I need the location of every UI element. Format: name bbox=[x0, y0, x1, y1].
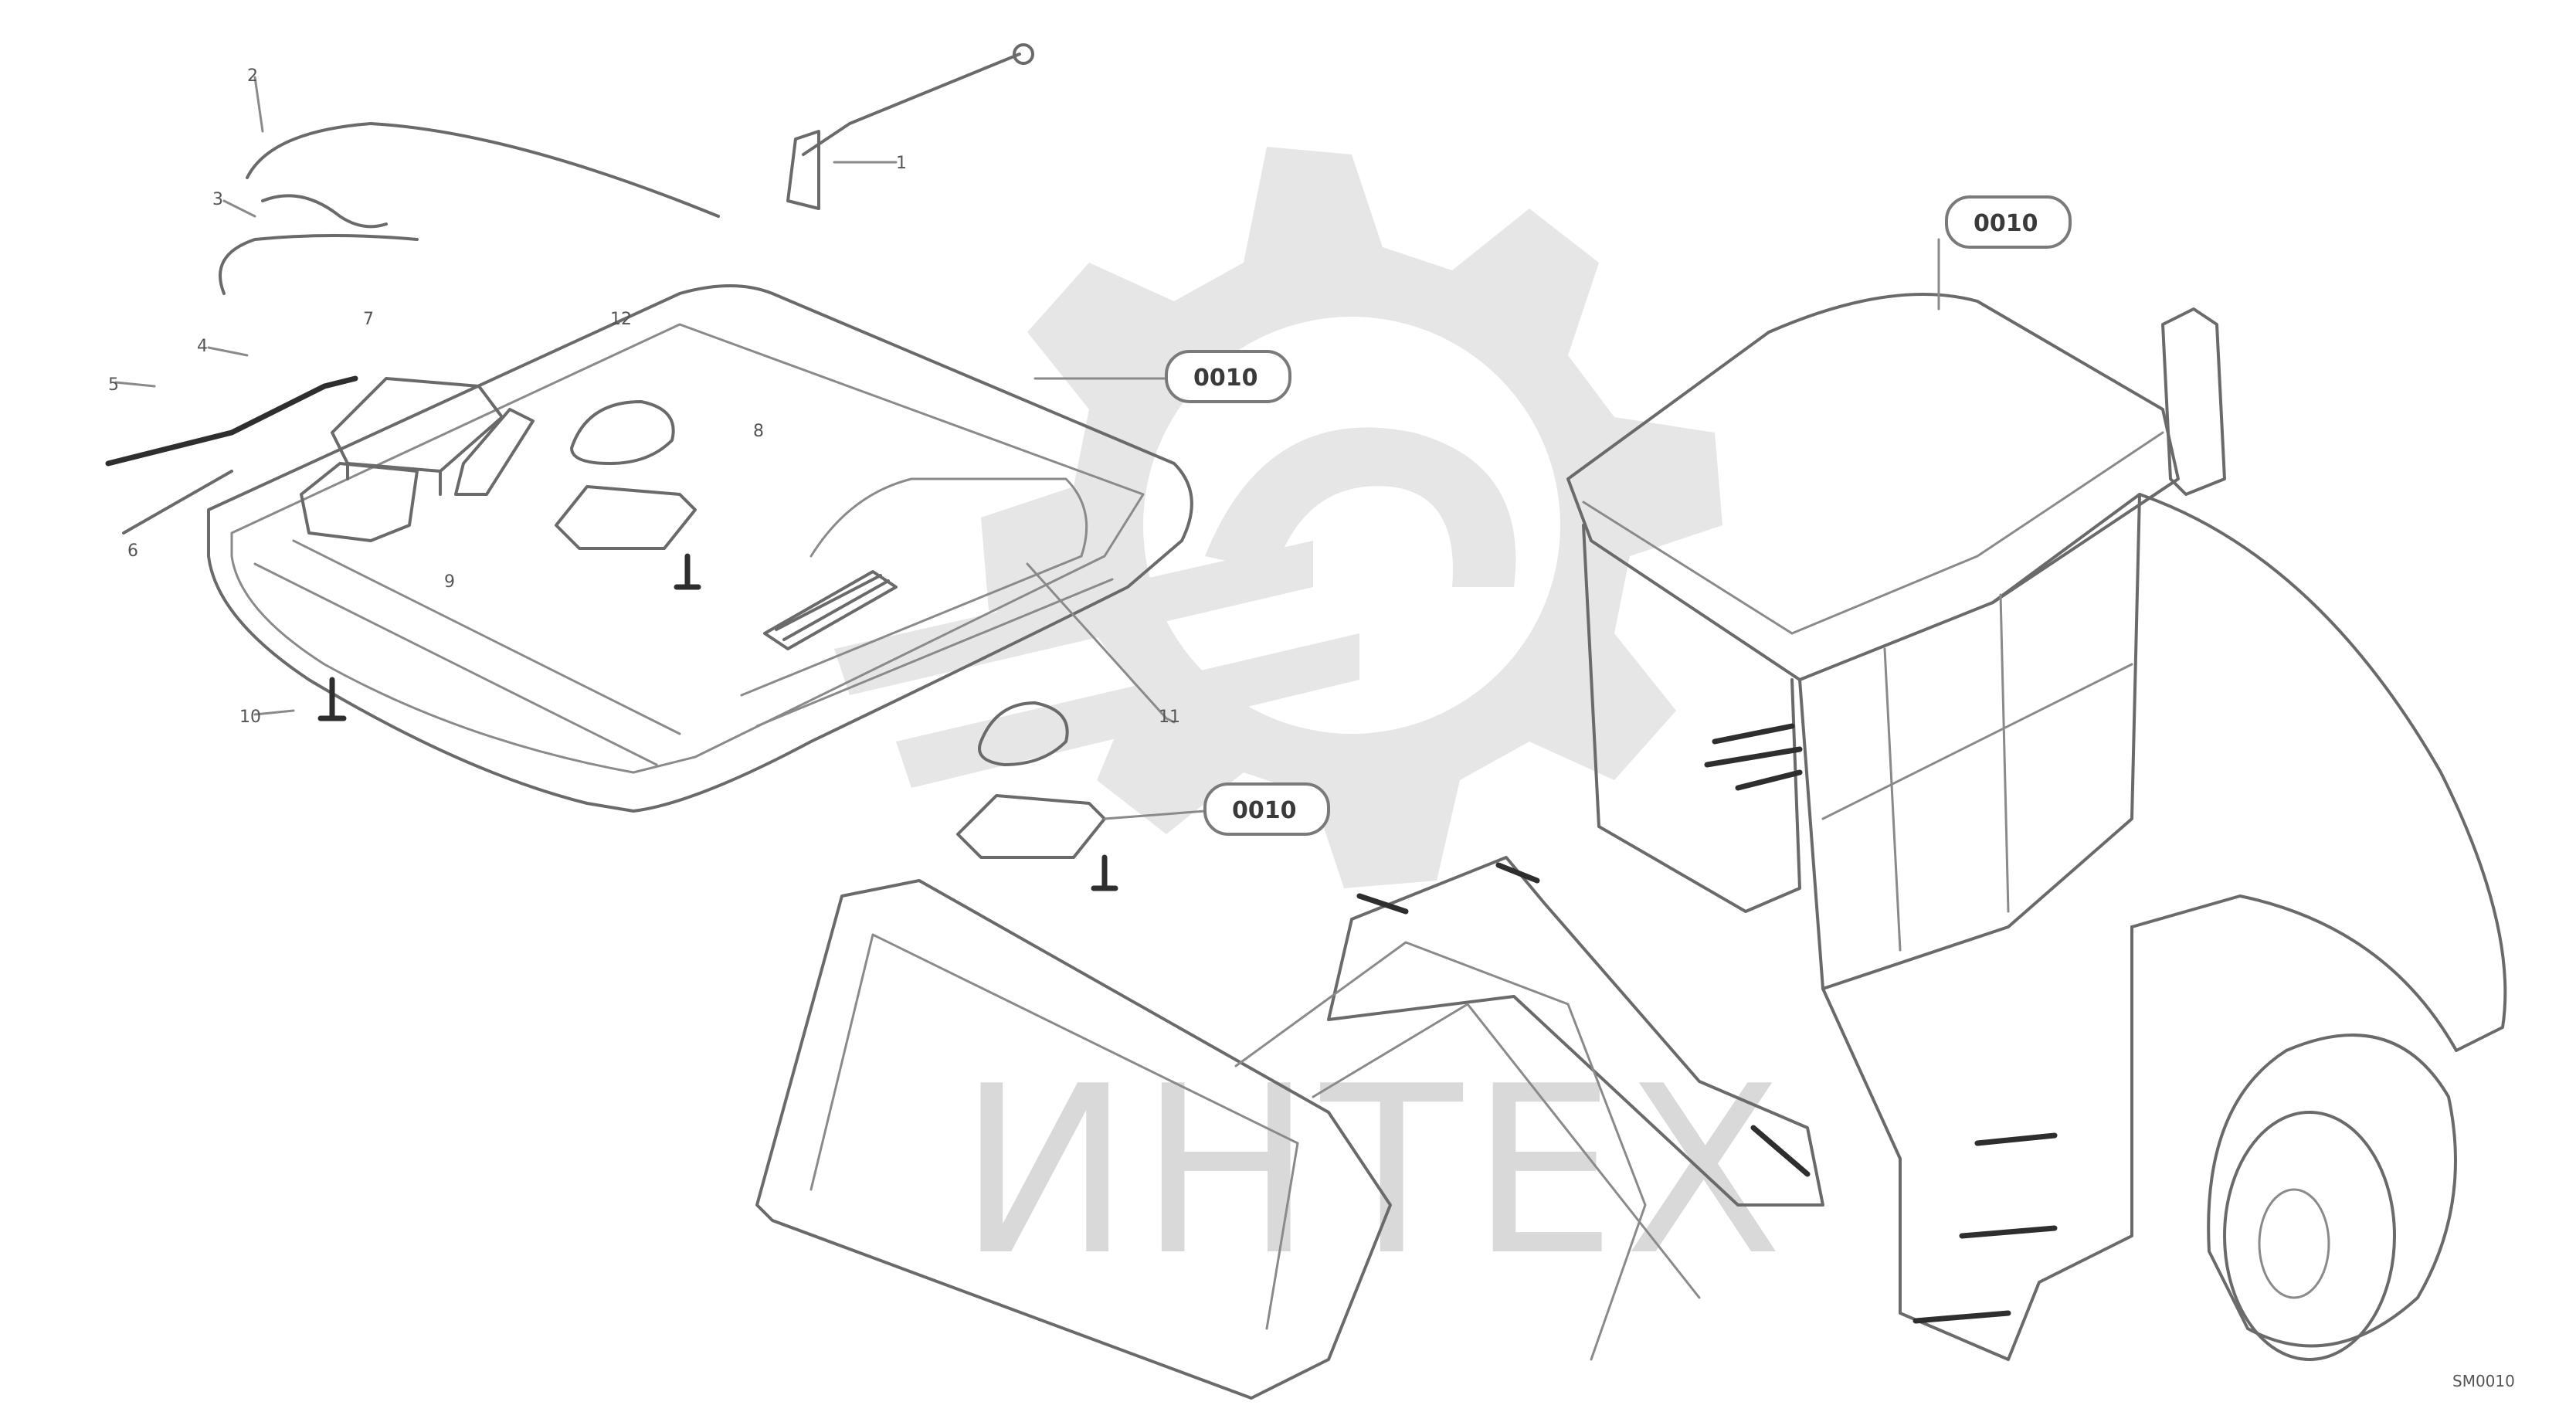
antenna-mast bbox=[802, 53, 1021, 156]
leader-line bbox=[114, 76, 1176, 724]
watermark-text: ИНТЕХ bbox=[958, 1037, 1790, 1306]
part-number-label: 10 bbox=[239, 708, 261, 727]
control-box-lower bbox=[300, 462, 419, 542]
wheel-loader bbox=[755, 238, 2507, 1400]
vent-grille bbox=[763, 570, 898, 650]
cab-roof-edge bbox=[1582, 431, 2164, 635]
part-number-label: 1 bbox=[896, 154, 907, 173]
drawing-code: SM0010 bbox=[2452, 1372, 2515, 1390]
callout-label: 0010 bbox=[1974, 210, 2038, 237]
bucket bbox=[755, 879, 1392, 1400]
antenna-cable bbox=[246, 122, 720, 218]
watermark-wrench-icon bbox=[1205, 427, 1516, 587]
antenna-tip bbox=[1013, 43, 1034, 65]
roof-panel-assembly bbox=[105, 43, 1207, 891]
roof-panel-rib-2 bbox=[292, 539, 681, 735]
speaker-ring-2 bbox=[555, 485, 697, 550]
cab-grille bbox=[1704, 723, 1803, 791]
callout-box[interactable] bbox=[1203, 782, 1330, 836]
callout-label: 0010 bbox=[1193, 365, 1258, 392]
callout-box[interactable] bbox=[1165, 350, 1291, 403]
part-number-label: 11 bbox=[1159, 708, 1180, 727]
bolt-3 bbox=[1091, 854, 1118, 891]
harness-cable-1 bbox=[219, 234, 419, 295]
part-number-label: 6 bbox=[127, 541, 138, 561]
part-number-label: 8 bbox=[753, 422, 764, 441]
wheel-rim bbox=[2223, 1111, 2396, 1361]
speaker-ring-3 bbox=[978, 701, 1069, 766]
part-number-label: 2 bbox=[247, 66, 258, 86]
callout-1[interactable]: 0010 bbox=[1165, 350, 1291, 403]
callout-3[interactable]: 0010 bbox=[1945, 195, 2072, 249]
wire-lead-2 bbox=[122, 470, 233, 535]
rear-wheel bbox=[2207, 1034, 2457, 1348]
wire-lead bbox=[105, 375, 358, 467]
harness-cable-2 bbox=[261, 194, 388, 229]
connector-block bbox=[454, 408, 535, 496]
cab-roof bbox=[1566, 293, 2180, 681]
roof-panel-lip bbox=[740, 555, 1114, 728]
cab-front-window bbox=[1582, 524, 1801, 913]
bucket-inner bbox=[809, 933, 1299, 1330]
antenna-base bbox=[786, 130, 820, 210]
callout-2[interactable]: 0010 bbox=[1203, 782, 1330, 836]
hydraulic-cylinder bbox=[1356, 862, 1811, 1177]
roof-center-bulge bbox=[809, 477, 1088, 558]
callout-label: 0010 bbox=[1232, 797, 1297, 824]
lift-arm bbox=[1327, 856, 1824, 1207]
part-number-label: 4 bbox=[197, 337, 208, 356]
roof-panel-inner-edge bbox=[230, 323, 1145, 774]
roof-panel-outline bbox=[207, 284, 1193, 813]
leader-line-callout-2 bbox=[1103, 810, 1207, 820]
speaker-ring-1 bbox=[570, 400, 675, 465]
cab-side-window bbox=[1798, 493, 2141, 990]
chassis-frame bbox=[1821, 925, 2133, 1361]
step-ladder bbox=[1912, 1132, 2058, 1324]
wheel-hub bbox=[2258, 1188, 2330, 1299]
part-number-label: 12 bbox=[610, 310, 632, 329]
bolt-2 bbox=[674, 553, 701, 590]
engine-hood bbox=[2130, 493, 2507, 1052]
linkage bbox=[1234, 941, 1701, 1361]
watermark-gear-hole bbox=[1143, 317, 1560, 734]
part-number-label: 5 bbox=[108, 375, 119, 395]
bolt-1 bbox=[317, 677, 347, 721]
roof-panel-rib bbox=[253, 562, 658, 766]
callout-box[interactable] bbox=[1945, 195, 2072, 249]
exhaust-stack bbox=[2161, 307, 2226, 496]
cab-window-frame bbox=[1821, 593, 2133, 952]
part-number-label: 9 bbox=[444, 572, 455, 592]
speaker-ring-4 bbox=[956, 794, 1106, 859]
part-number-label: 3 bbox=[212, 190, 223, 209]
watermark-logo bbox=[834, 147, 1722, 888]
part-number-label: 7 bbox=[363, 310, 374, 329]
watermark-speed-stripes-icon bbox=[834, 541, 1359, 788]
